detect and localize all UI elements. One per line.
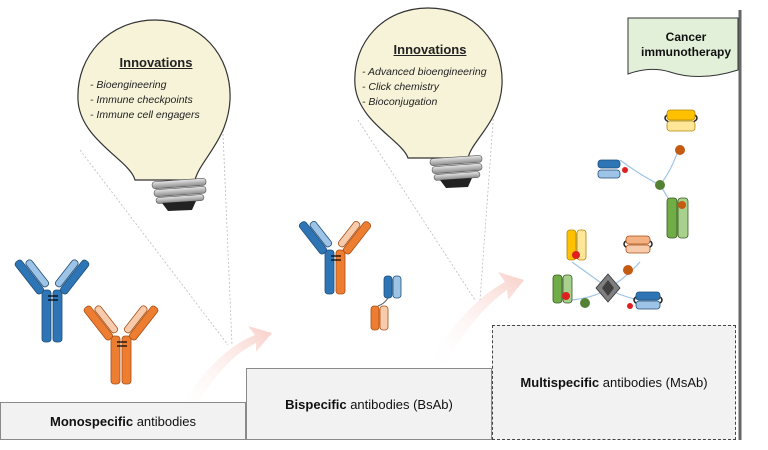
bispecific-fragment xyxy=(370,275,402,331)
flag-label: Cancer immunotherapy xyxy=(636,30,736,60)
innovations-box-1: Innovations - Bioengineering - Immune ch… xyxy=(90,55,222,123)
step-bi-rest: antibodies (BsAb) xyxy=(346,396,453,412)
innovations-title-1: Innovations xyxy=(119,55,193,70)
step-multi-bold: Multispecific xyxy=(520,375,600,390)
innovations-title-2: Innovations xyxy=(393,42,467,57)
step-bi-bold: Bispecific xyxy=(285,396,347,412)
lightbulb-1 xyxy=(77,19,231,181)
step-multispecific: Multispecific antibodies (MsAb) xyxy=(492,325,736,440)
step-arrow-1 xyxy=(175,326,272,418)
step-multi-rest: antibodies (MsAb) xyxy=(599,375,708,390)
innovation-item: - Bioengineering xyxy=(90,79,167,91)
bulb-1-cap xyxy=(151,178,207,211)
innovation-item: - Immune checkpoints xyxy=(90,94,193,106)
multispecific-lower xyxy=(552,229,663,310)
innovation-item: - Immune cell engagers xyxy=(90,109,200,121)
flag-line-2: immunotherapy xyxy=(640,45,731,59)
step-monospecific: Monospecific antibodies xyxy=(0,402,246,440)
antibody-blue-mono xyxy=(14,259,90,343)
step-bispecific: Bispecific antibodies (BsAb) xyxy=(246,368,492,440)
flag-line-1: Cancer xyxy=(665,30,707,44)
step-arrow-2 xyxy=(428,272,524,365)
bulb-2-cap xyxy=(429,155,483,188)
flag xyxy=(627,17,739,78)
antibody-orange-mono xyxy=(83,305,159,385)
innovation-item: - Bioconjugation xyxy=(362,96,438,108)
antibody-bispecific xyxy=(298,221,372,295)
innovations-box-2: Innovations - Advanced bioengineering - … xyxy=(362,42,498,110)
innovation-item: - Advanced bioengineering xyxy=(362,66,487,78)
lightbulb-2 xyxy=(354,7,503,159)
multispecific-upper xyxy=(597,109,698,239)
step-mono-rest: antibodies xyxy=(133,413,196,429)
innovation-item: - Click chemistry xyxy=(362,81,440,93)
step-mono-bold: Monospecific xyxy=(50,413,134,429)
